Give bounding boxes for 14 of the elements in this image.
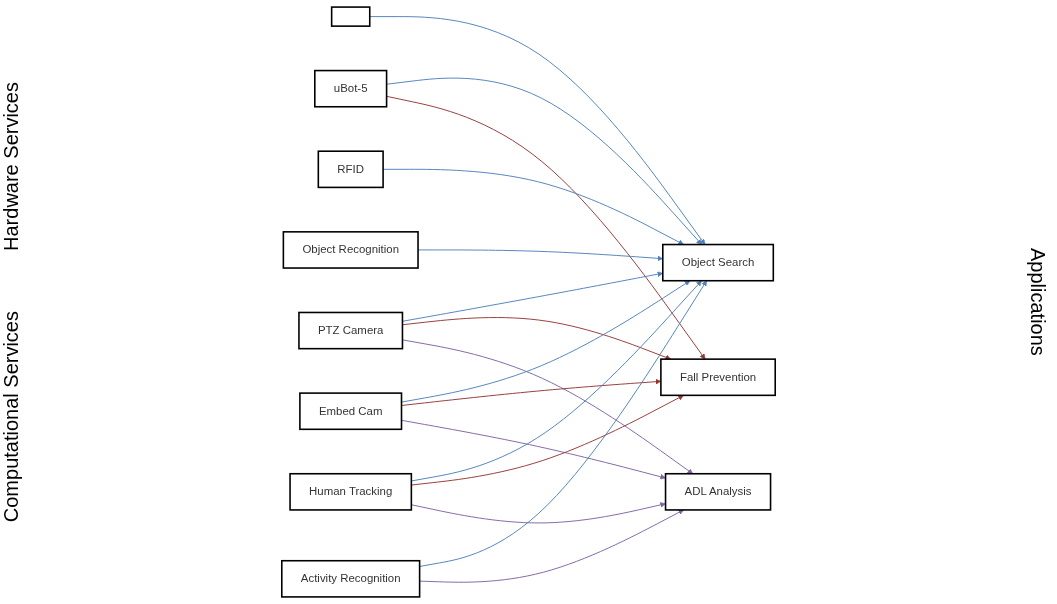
node-box: Object Recognition — [282, 231, 419, 269]
node-box: uBot-5 — [314, 69, 388, 108]
node-box: ADL Analysis — [664, 472, 772, 511]
node-box: Human Tracking — [289, 472, 413, 511]
node-box: Embed Cam — [299, 392, 403, 431]
group-label: Applications — [1025, 248, 1049, 356]
group-label: Computational Services — [0, 310, 23, 523]
node-box: Object Search — [662, 243, 775, 282]
node-box: Activity Recognition — [281, 559, 421, 598]
group-label: Hardware Services — [0, 81, 23, 251]
node-box: RFID — [317, 150, 384, 189]
node-box: PTZ Camera — [298, 311, 404, 350]
node-box: Fall Prevention — [660, 358, 776, 397]
node-box — [330, 6, 371, 27]
